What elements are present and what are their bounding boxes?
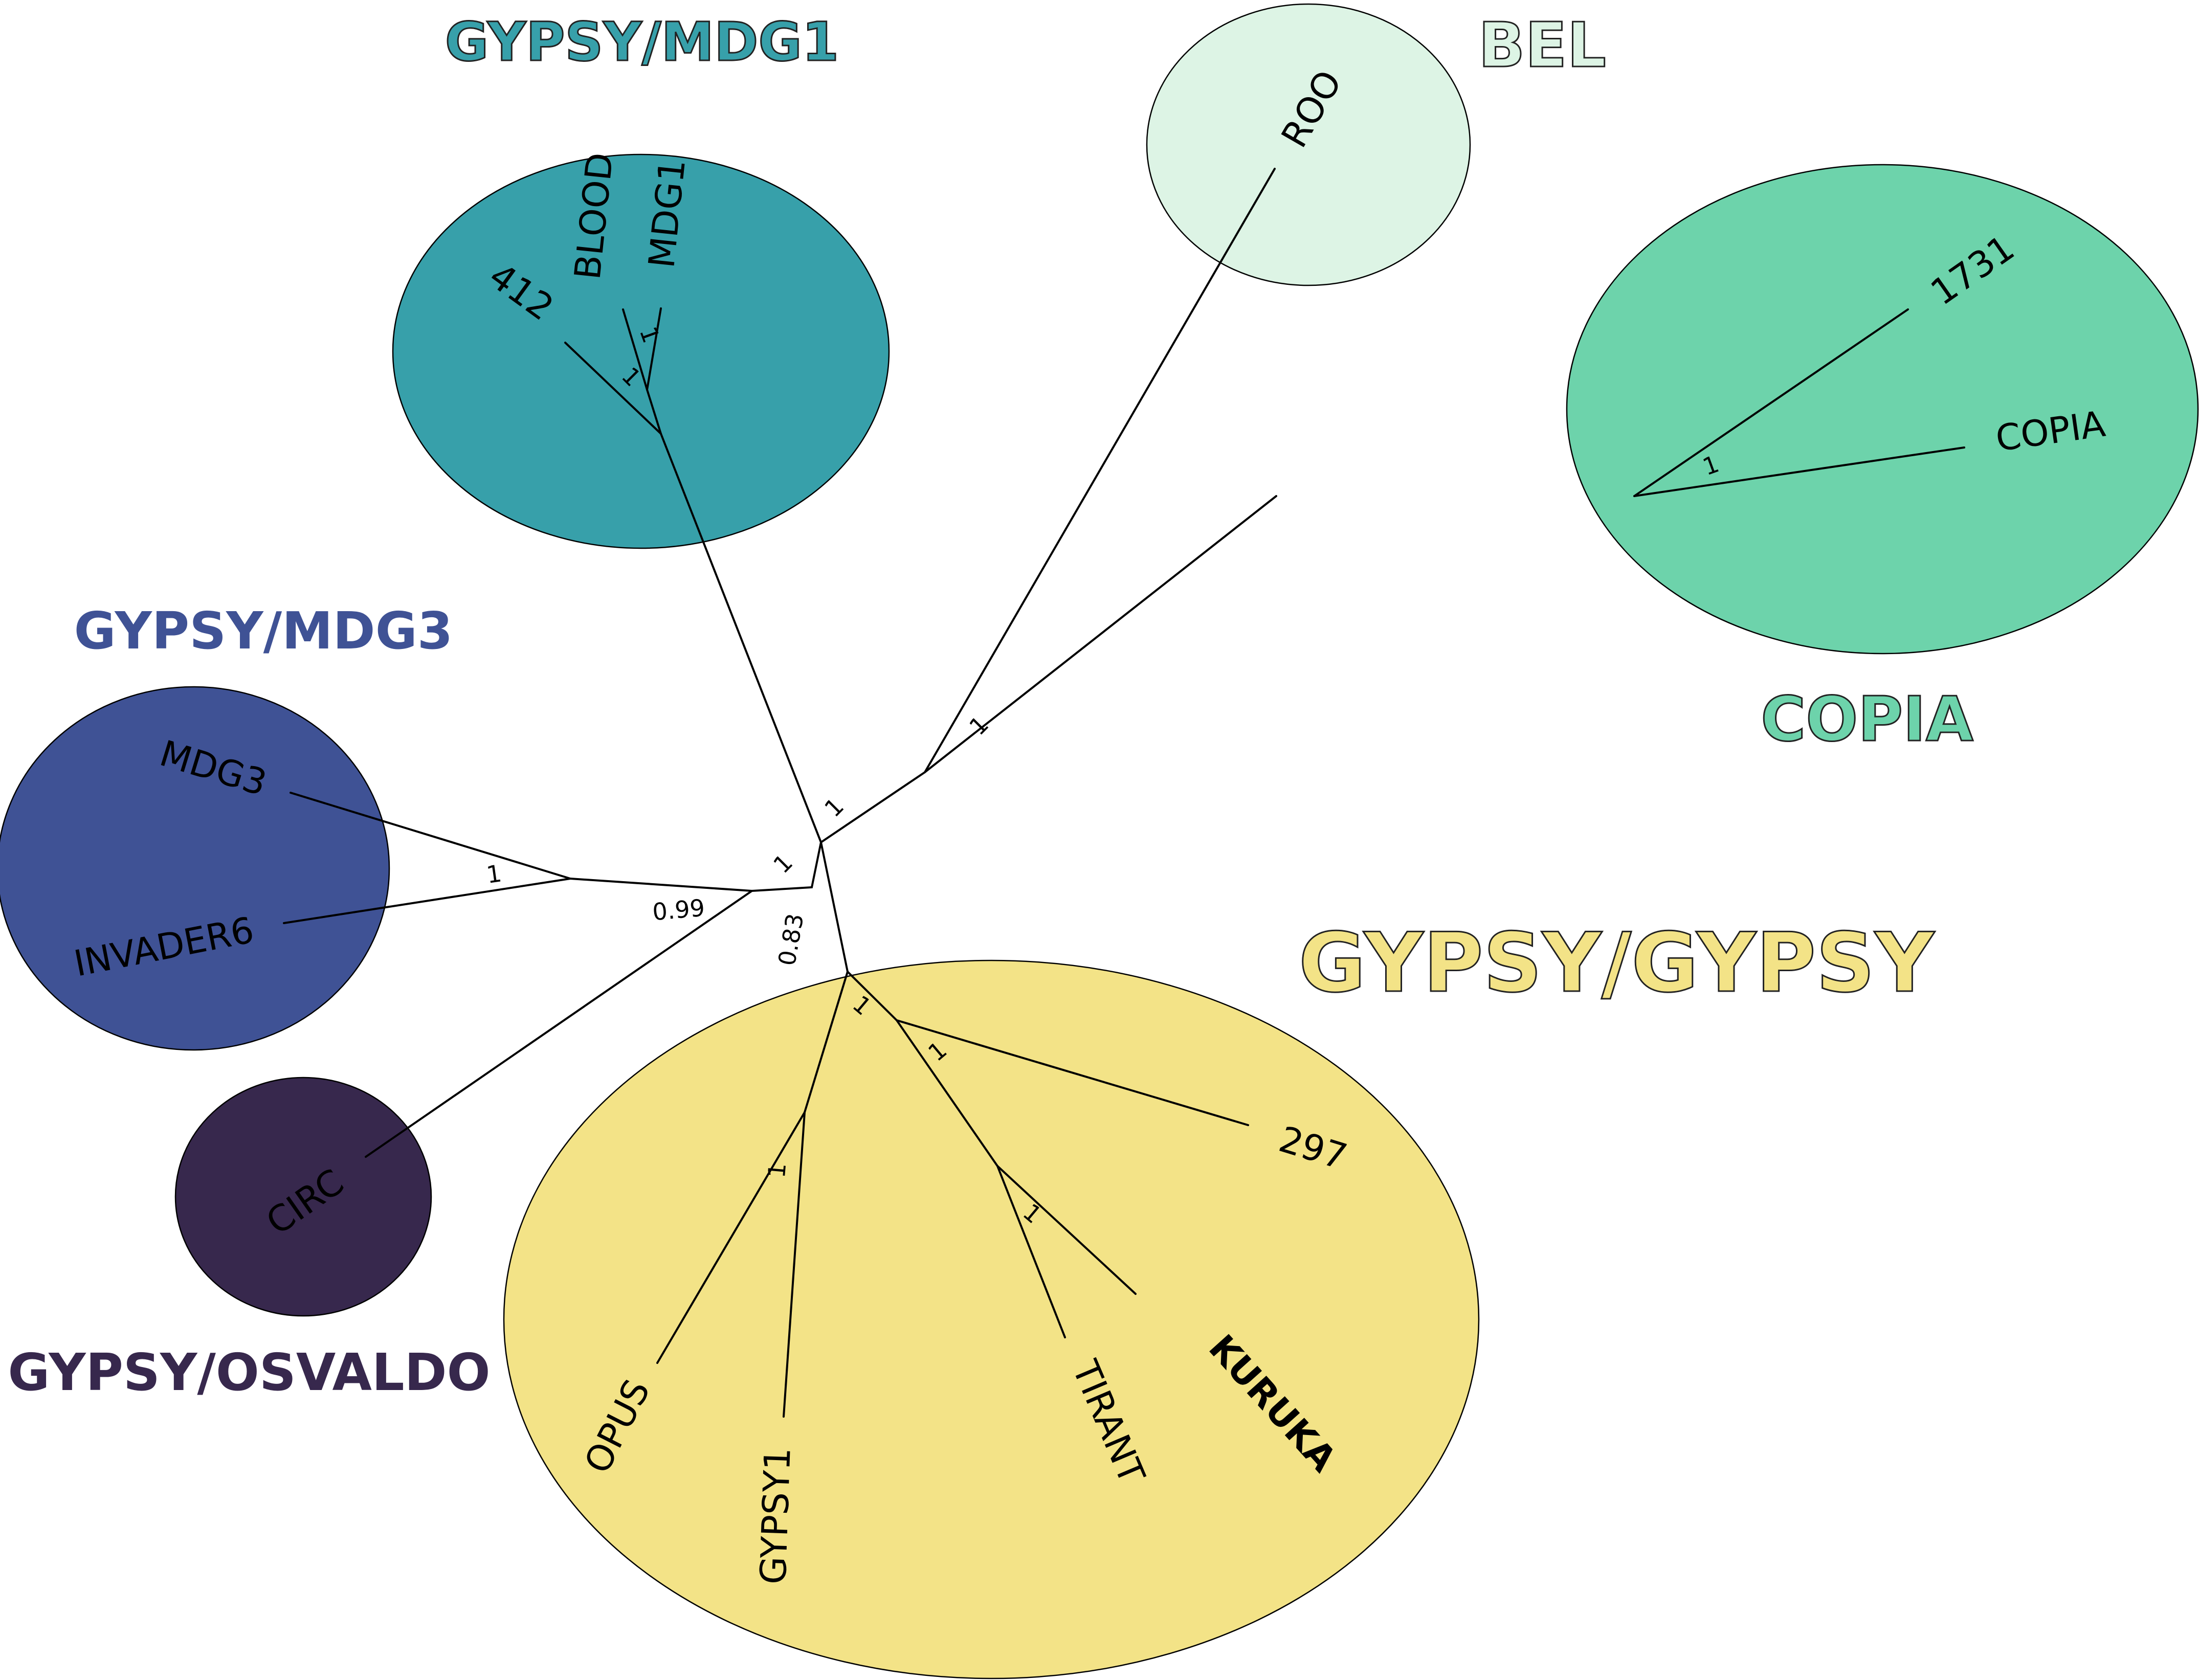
clade-gypsy-mdg3 — [0, 686, 390, 1051]
group-label-gypsy-osvaldo: GYPSY/OSVALDO — [8, 1342, 490, 1402]
clade-gypsy-osvaldo — [174, 1077, 432, 1317]
support-gypsy: 0.83 — [773, 911, 809, 968]
support-bel-copia: 1 — [964, 710, 994, 741]
group-label-bel: BEL — [1478, 10, 1606, 81]
support-root: 1 — [768, 848, 798, 879]
group-label-gypsy-gypsy: GYPSY/GYPSY — [1299, 915, 1936, 1011]
group-label-copia: COPIA — [1761, 684, 1973, 755]
group-label-gypsy-mdg1: GYPSY/MDG1 — [445, 11, 839, 73]
tree-branches — [283, 168, 1965, 1418]
support-opus-gypsy1: 1 — [763, 1162, 791, 1179]
support-mdg3-circ: 0.99 — [651, 894, 706, 926]
clade-copia — [1566, 164, 2199, 655]
clade-gypsy-gypsy — [503, 959, 1480, 1679]
clade-bel — [1146, 3, 1471, 286]
support-upper: 1 — [819, 792, 849, 822]
group-label-gypsy-mdg3: GYPSY/MDG3 — [74, 601, 453, 661]
leaf-gypsy1: GYPSY1 — [752, 1447, 798, 1585]
clade-gypsy-mdg1 — [392, 153, 890, 549]
support-mdg3: 1 — [485, 859, 504, 889]
